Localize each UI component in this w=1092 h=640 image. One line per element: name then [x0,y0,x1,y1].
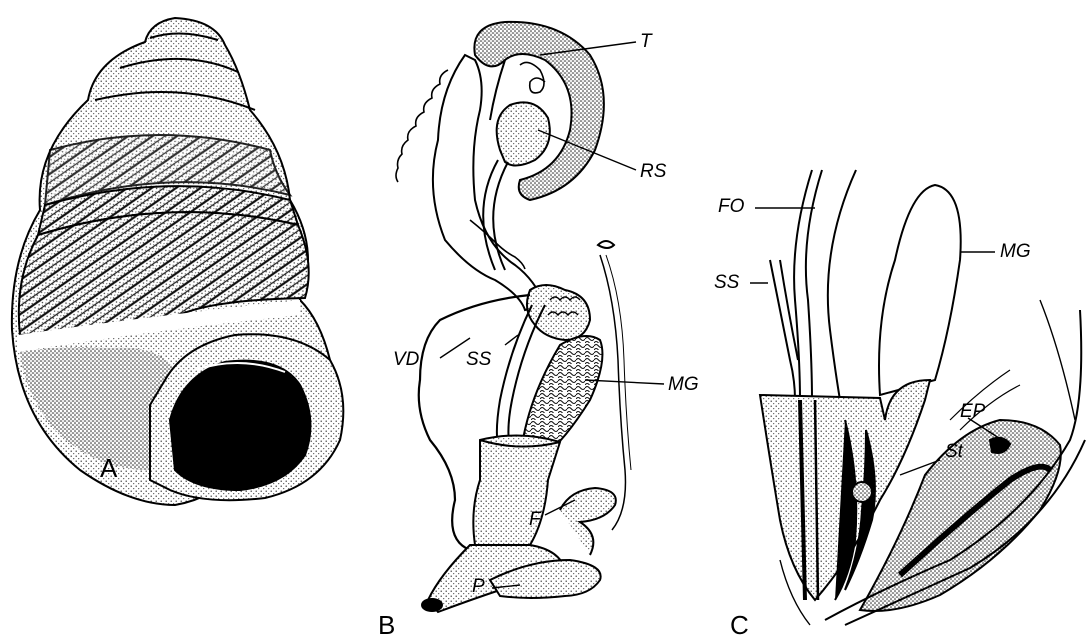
label-f: F [529,510,541,529]
label-mg-b: MG [668,375,699,394]
label-ss-c: SS [714,273,739,292]
genital-pore [422,599,442,611]
label-rs: RS [640,162,666,181]
label-vd: VD [393,350,419,369]
label-ep: EP [960,402,985,421]
panel-label-c: C [730,612,749,638]
stimulator [852,482,872,502]
label-t: T [640,32,652,51]
shell-drawing [12,18,343,505]
panel-label-a: A [100,455,117,481]
dissection-drawing [760,170,1085,625]
label-fo: FO [718,197,744,216]
genital-knot [527,285,590,340]
panel-label-b: B [378,612,395,638]
flagellum [560,488,616,555]
label-p: P [472,577,485,596]
label-mg-c: MG [1000,242,1031,261]
label-ss-b: SS [466,350,491,369]
mucus-gland-c [879,185,961,395]
spermatheca [497,102,550,165]
stimulator-sac [473,435,560,550]
label-st: St [945,442,963,461]
reproductive-system-drawing [396,22,631,612]
